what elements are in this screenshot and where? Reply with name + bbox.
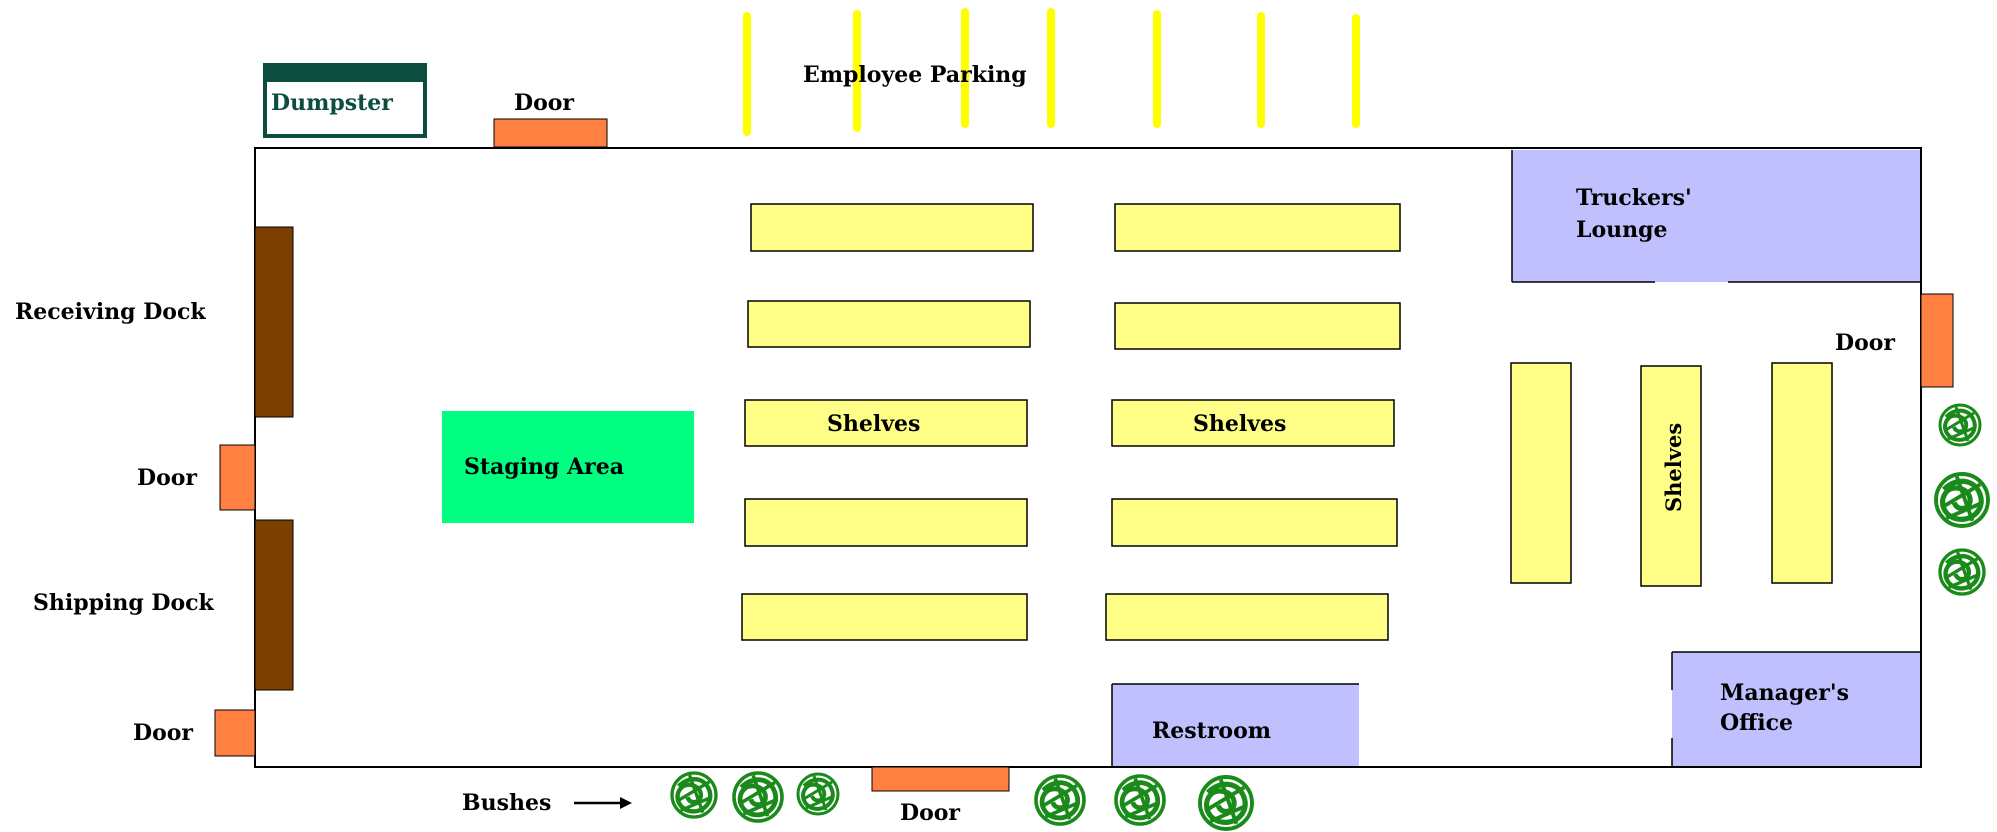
shelf <box>1114 302 1401 350</box>
restroom <box>1112 684 1359 766</box>
shelves-vertical <box>1510 362 1833 587</box>
shelf <box>744 399 1028 447</box>
shelves-right-column <box>1105 203 1401 641</box>
right-door-label: Door <box>1835 330 1895 356</box>
shelf <box>741 593 1028 641</box>
staging-area <box>442 411 694 523</box>
shelf <box>1771 362 1833 584</box>
staging-area-label: Staging Area <box>464 454 624 480</box>
right-door <box>1920 293 1954 388</box>
truckers-lounge-label-line2: Lounge <box>1576 217 1668 243</box>
shipping-dock-label: Shipping Dock <box>33 590 215 616</box>
shelf <box>1114 203 1401 252</box>
shelf <box>1105 593 1389 641</box>
truckers-lounge-label-line1: Truckers' <box>1576 185 1692 211</box>
shelf <box>1640 365 1702 587</box>
bottom-door <box>871 766 1010 792</box>
bush-icon <box>1938 403 1982 447</box>
left-door-lower <box>214 709 256 757</box>
bush-icon <box>734 773 782 821</box>
shipping-dock <box>254 519 294 691</box>
restroom-label: Restroom <box>1152 718 1271 744</box>
dumpster-inner <box>267 82 423 134</box>
top-door <box>493 118 608 148</box>
shelves-left-column <box>741 203 1034 641</box>
employee-parking-lines <box>743 8 1360 136</box>
bush-icon <box>1116 776 1164 824</box>
truckers-lounge <box>1512 150 1920 282</box>
shelf <box>747 300 1031 348</box>
receiving-dock-label: Receiving Dock <box>15 299 206 325</box>
shelf <box>1111 498 1398 547</box>
bush-icon <box>1200 777 1252 829</box>
bush-icon <box>1940 550 1984 594</box>
receiving-dock <box>254 226 294 418</box>
left-door-upper-label: Door <box>137 465 197 491</box>
left-door-upper <box>219 444 256 511</box>
shelves-label-right: Shelves <box>1193 411 1286 437</box>
dumpster-label: Dumpster <box>271 90 393 116</box>
bush-icon <box>1936 474 1988 526</box>
managers-office-label-line2: Office <box>1720 710 1793 736</box>
managers-office-label-line1: Manager's <box>1720 680 1849 706</box>
bushes-label: Bushes <box>462 790 551 816</box>
shelves-label-left: Shelves <box>827 411 920 437</box>
truckers-lounge-label: Truckers' Lounge <box>1576 185 1699 243</box>
managers-office-label: Manager's Office <box>1720 680 1857 736</box>
shelf <box>750 203 1034 252</box>
bush-icon <box>796 772 840 816</box>
right-bushes <box>1936 403 1988 594</box>
bottom-door-label: Door <box>900 800 960 826</box>
managers-office <box>1672 652 1920 766</box>
bush-icon <box>672 773 716 817</box>
left-door-lower-label: Door <box>133 720 193 746</box>
shelves-label-vertical: Shelves <box>1661 423 1686 512</box>
arrow-right-icon <box>574 797 632 809</box>
shelf <box>1111 399 1395 447</box>
bush-icon <box>1036 776 1084 824</box>
top-door-label: Door <box>514 90 574 116</box>
shelf <box>744 498 1028 547</box>
employee-parking-label: Employee Parking <box>803 62 1027 88</box>
shelf <box>1510 362 1572 584</box>
